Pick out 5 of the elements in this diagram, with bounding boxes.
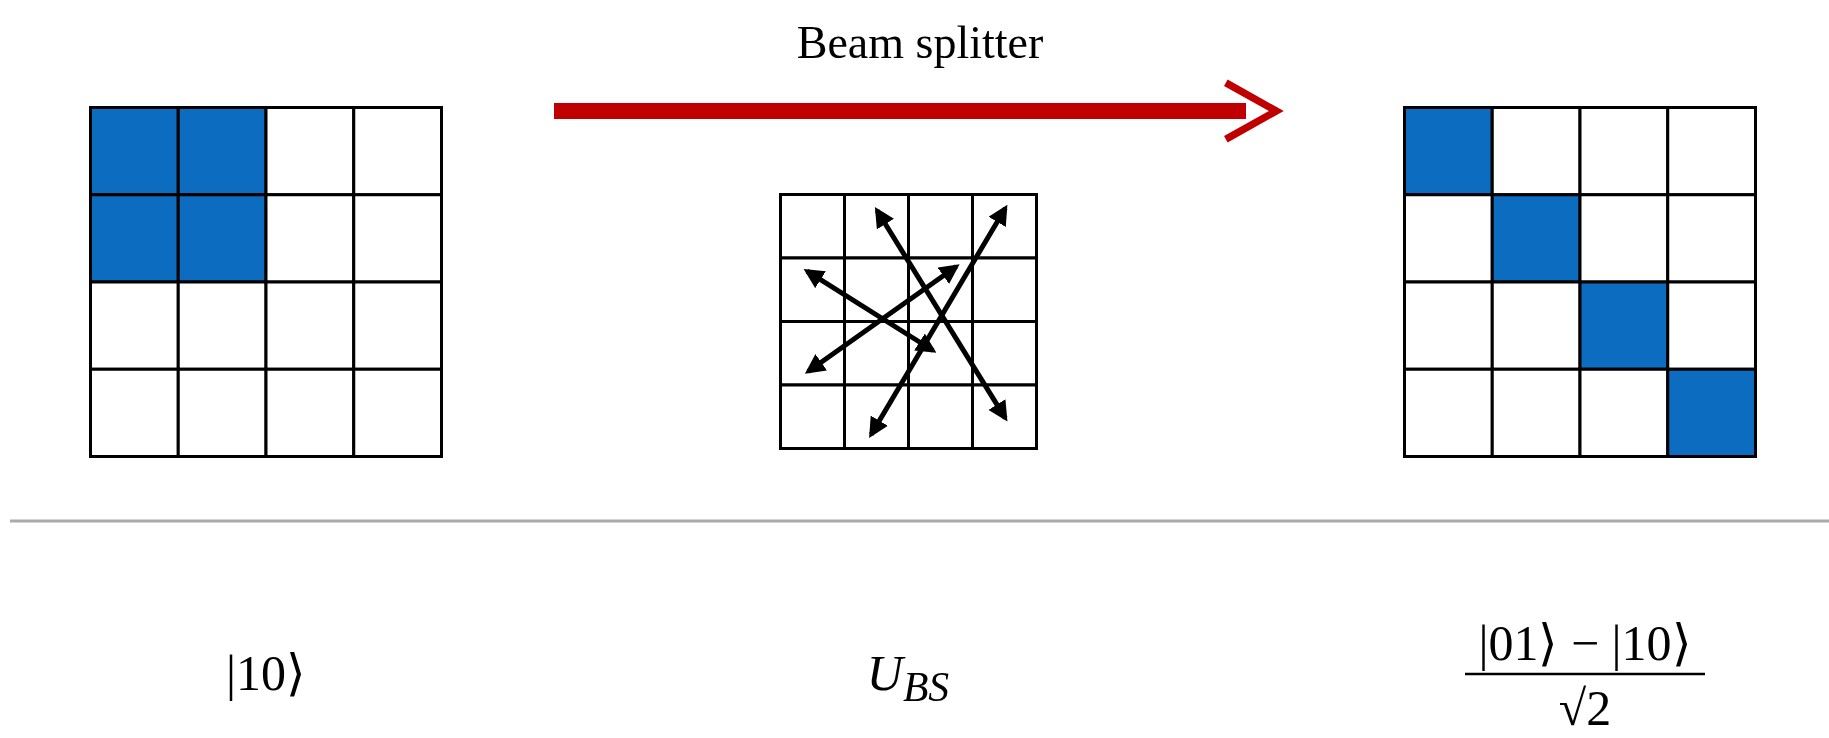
matrix-grid-drawing [1403, 106, 1757, 458]
matrix-grid-drawing [779, 193, 1038, 450]
matrix-grid-drawing [89, 106, 443, 458]
operator-label: U$_{BS}$ [866, 648, 950, 709]
fraction-denominator: √2 [1558, 683, 1612, 733]
